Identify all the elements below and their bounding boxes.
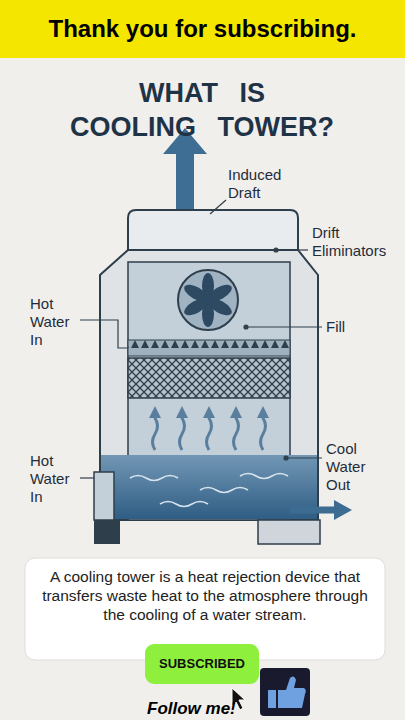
subscribe-button <box>145 644 259 684</box>
drift-eliminator-pattern <box>128 340 290 356</box>
drift-eliminator-band <box>128 340 290 356</box>
banner-text: Thank you for subscribing. <box>0 14 405 44</box>
diagram-title: WHAT IS COOLING TOWER? <box>68 76 336 144</box>
inlet-pipe <box>94 472 114 520</box>
thumbs-up-icon <box>260 668 310 716</box>
part-label: Cool Water Out <box>326 440 378 494</box>
air-flow-arrows <box>153 412 266 450</box>
part-label: Hot Water In <box>30 295 78 349</box>
water-wave <box>160 502 208 507</box>
fill-media <box>128 358 290 398</box>
tower-body <box>100 250 318 520</box>
base-leg <box>258 520 320 544</box>
air-arrow <box>234 412 239 450</box>
water-wave <box>240 474 288 479</box>
water-wave <box>130 476 178 481</box>
base-leg <box>94 520 120 544</box>
fill-hatch <box>128 358 290 398</box>
air-arrow <box>153 412 158 450</box>
water-waves <box>130 474 288 507</box>
fan <box>178 270 238 330</box>
tower-cap <box>128 210 298 250</box>
outlet-pipe <box>290 507 336 514</box>
caption-text: A cooling tower is a heat rejection devi… <box>37 567 373 624</box>
banner-band <box>0 0 405 58</box>
outlet-arrowhead <box>334 500 352 520</box>
part-label: Fill <box>326 318 366 336</box>
button-label: SUBSCRIBED <box>145 656 259 672</box>
follow-text: Follow me! <box>147 699 257 719</box>
water-basin <box>101 455 317 519</box>
air-arrow <box>207 412 212 450</box>
air-arrow <box>261 412 266 450</box>
air-arrow <box>180 412 185 450</box>
part-label: Induced Draft <box>228 166 292 202</box>
part-label: Drift Eliminators <box>312 224 402 260</box>
leader-lines <box>80 200 322 478</box>
water-wave <box>200 488 248 493</box>
part-label: Hot Water In <box>30 452 78 506</box>
